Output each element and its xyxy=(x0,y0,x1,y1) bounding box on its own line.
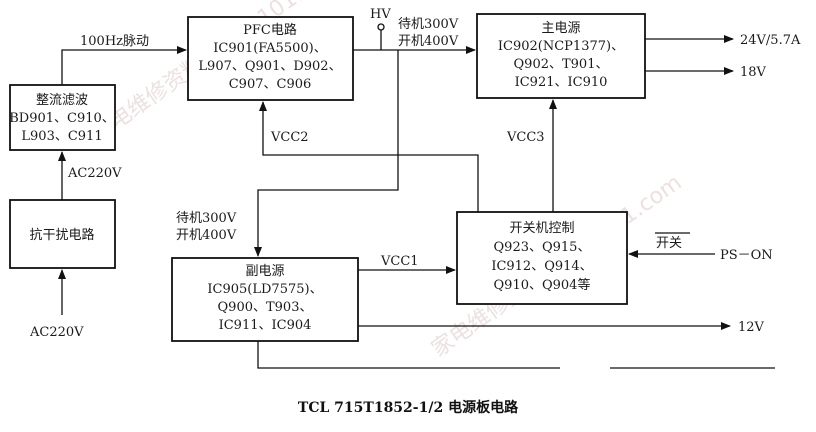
aux-power-line: IC905(LD7575)、 xyxy=(207,282,322,297)
pfc-line: C907、C906 xyxy=(229,77,312,92)
ac-input-label: AC220V xyxy=(67,166,122,181)
vcc2-label: VCC2 xyxy=(270,130,309,145)
aux-power-block: 副电源 IC905(LD7575)、 Q900、T903、 IC911、IC90… xyxy=(171,257,359,342)
vcc3-label: VCC3 xyxy=(506,130,545,145)
standby-voltage-label: 待机300V xyxy=(398,17,459,32)
pfc-line: L907、Q901、D902、 xyxy=(198,59,341,74)
power-switch-control-block: 开关机控制 Q923、Q915、 IC912、Q914、 Q910、Q904等 xyxy=(456,211,628,305)
aux-power-line: IC911、IC904 xyxy=(219,318,312,333)
arrow-rectifier-to-pfc xyxy=(61,46,187,85)
switch-control-title: 开关机控制 xyxy=(509,221,574,236)
output-12v-label: 12V xyxy=(738,320,765,335)
switch-control-line: Q923、Q915、 xyxy=(494,240,591,255)
ac-input-label: AC220V xyxy=(29,325,84,340)
output-24v-label: 24V/5.7A xyxy=(740,33,801,48)
main-power-block: 主电源 IC902(NCP1377)、 Q902、T901、 IC921、IC9… xyxy=(476,13,646,99)
arrow-hv-to-aux xyxy=(254,50,399,257)
rectifier-line: BD901、C910、 xyxy=(9,111,115,126)
arrow-vcc2-to-pfc xyxy=(259,101,479,212)
on-voltage-label: 开机400V xyxy=(398,34,459,49)
rectifier-line: L903、C911 xyxy=(21,129,102,144)
ground-return-line xyxy=(257,341,560,369)
main-power-line: Q902、T901、 xyxy=(514,57,609,72)
output-18v-label: 18V xyxy=(740,65,767,80)
pfc-title: PFC电路 xyxy=(243,22,297,38)
hv-label: HV xyxy=(370,7,391,22)
emi-filter-block: 抗干扰电路 xyxy=(9,199,116,269)
onoff-label: 开关 xyxy=(656,236,682,251)
main-power-line: IC902(NCP1377)、 xyxy=(498,39,624,54)
rectifier-title: 整流滤波 xyxy=(36,93,88,108)
switch-control-line: Q910、Q904等 xyxy=(494,277,591,293)
diagram-caption: TCL 715T1852-1/2 电源板电路 xyxy=(298,399,519,416)
on-voltage-label: 开机400V xyxy=(176,228,237,243)
standby-voltage-label: 待机300V xyxy=(176,211,237,226)
main-power-title: 主电源 xyxy=(541,21,580,36)
switch-control-line: IC912、Q914、 xyxy=(491,259,592,274)
aux-power-line: Q900、T903、 xyxy=(218,300,313,315)
main-power-line: IC921、IC910 xyxy=(515,75,608,90)
pulse-label: 100Hz脉动 xyxy=(80,34,149,49)
pfc-line: IC901(FA5500)、 xyxy=(213,41,326,56)
pfc-block: PFC电路 IC901(FA5500)、 L907、Q901、D902、 C90… xyxy=(187,16,354,101)
hv-node-icon xyxy=(377,23,385,31)
vcc1-label: VCC1 xyxy=(380,254,419,269)
rectifier-filter-block: 整流滤波 BD901、C910、 L903、C911 xyxy=(9,84,116,151)
aux-power-title: 副电源 xyxy=(245,264,284,279)
ps-on-label: PS－ON xyxy=(720,248,773,263)
emi-title: 抗干扰电路 xyxy=(29,227,94,243)
